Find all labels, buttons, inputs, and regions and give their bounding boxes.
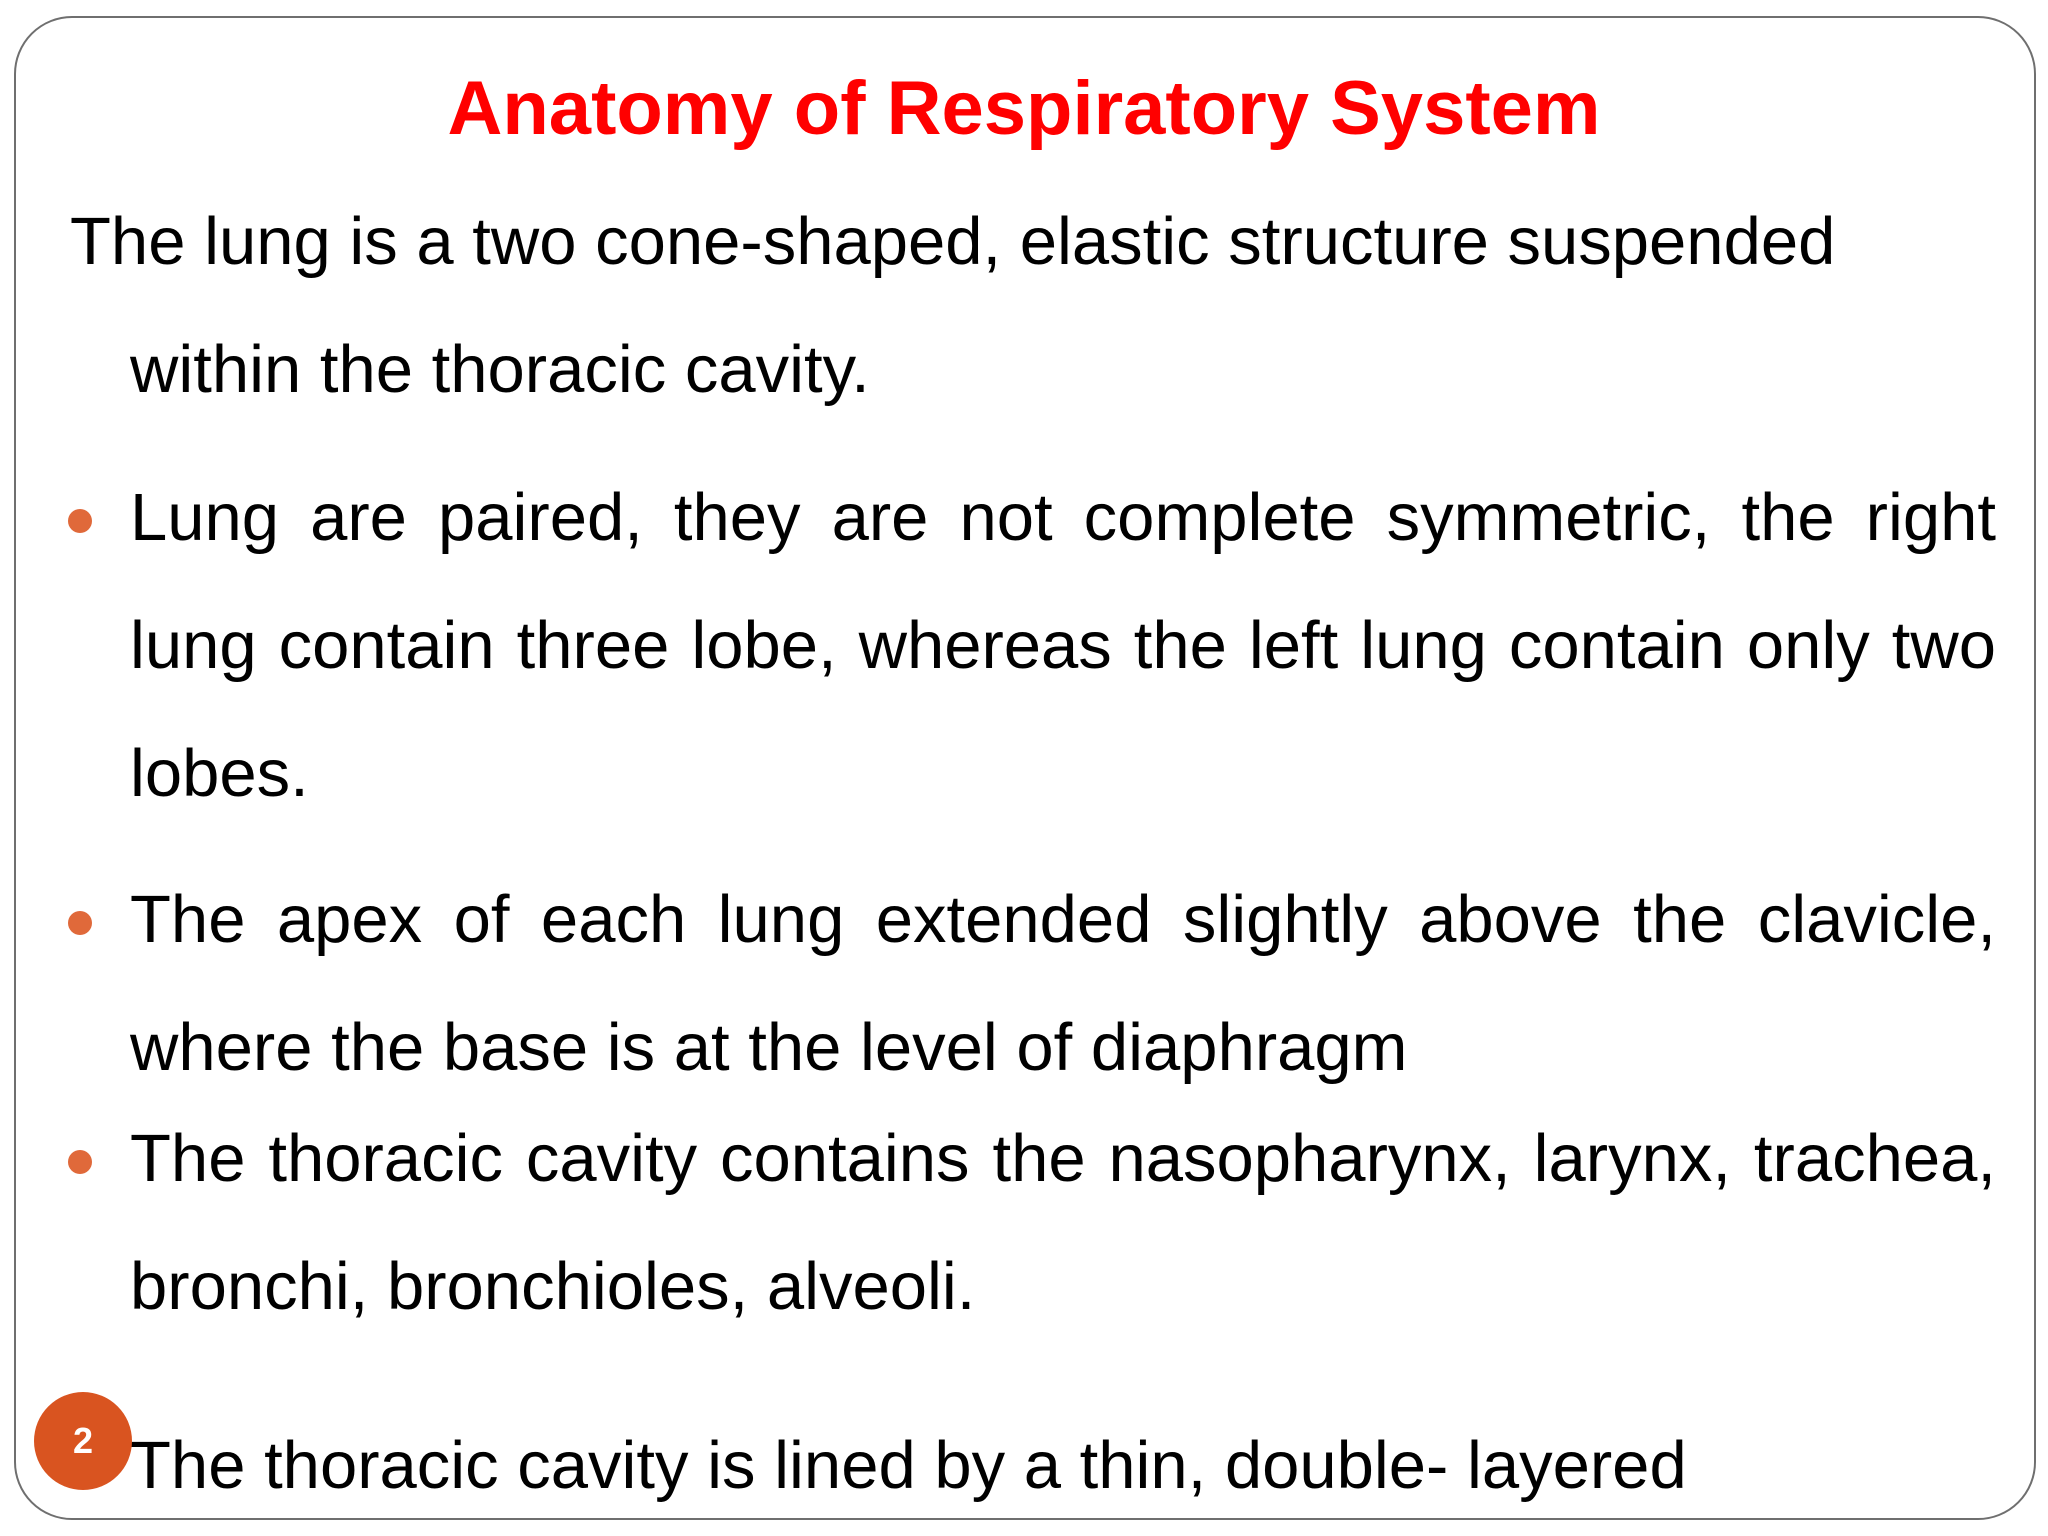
intro-line-1: The lung is a two cone-shaped, elastic s… bbox=[70, 204, 1836, 279]
intro-paragraph: The lung is a two cone-shaped, elastic s… bbox=[70, 178, 1996, 434]
bullet-text: The thoracic cavity is lined by a thin, … bbox=[130, 1428, 1687, 1503]
bullet-dot-icon bbox=[68, 911, 92, 935]
bullet-dot-icon bbox=[68, 1150, 92, 1174]
bullet-text: The thoracic cavity contains the nasopha… bbox=[130, 1121, 1996, 1324]
bullet-item: The thoracic cavity is lined by a thin, … bbox=[130, 1402, 1996, 1530]
slide-title: Anatomy of Respiratory System bbox=[447, 66, 1601, 151]
bullet-text: The apex of each lung extended slightly … bbox=[130, 882, 1996, 1085]
bullet-item: Lung are paired, they are not complete s… bbox=[68, 454, 1996, 838]
page-number-badge: 2 bbox=[34, 1392, 132, 1490]
bullet-item: The apex of each lung extended slightly … bbox=[68, 856, 1996, 1112]
bullet-text: Lung are paired, they are not complete s… bbox=[130, 480, 1996, 811]
bullet-dot-icon bbox=[68, 509, 92, 533]
bullet-item: The thoracic cavity contains the nasopha… bbox=[68, 1095, 1996, 1351]
intro-line-2: within the thoracic cavity. bbox=[130, 332, 870, 407]
slide-frame bbox=[14, 16, 2036, 1520]
